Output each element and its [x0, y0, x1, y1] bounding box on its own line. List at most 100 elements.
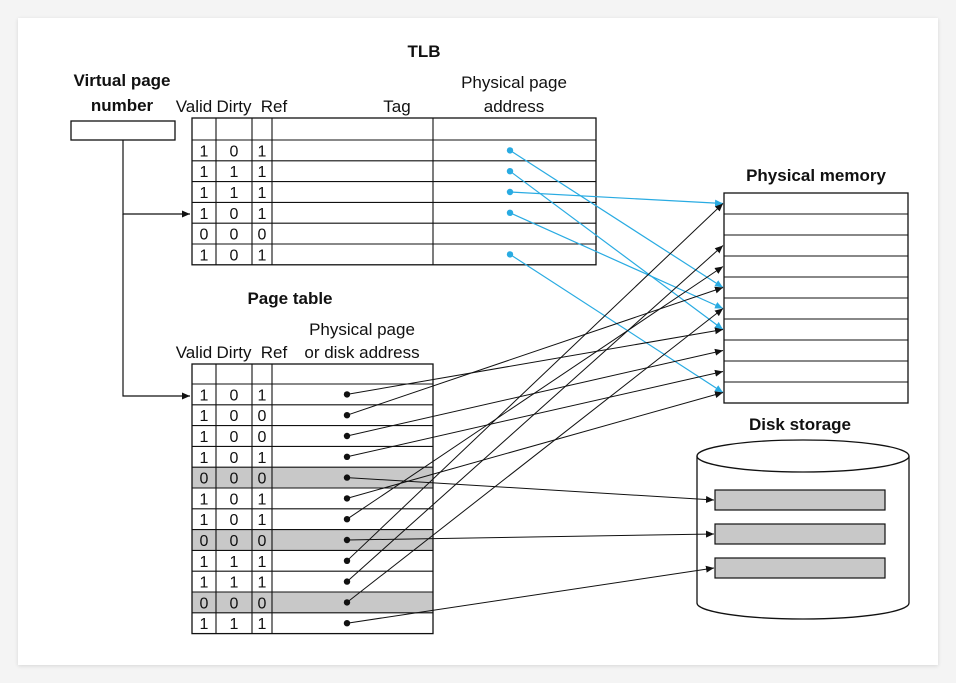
- physical-memory-label: Physical memory: [746, 166, 886, 185]
- page-table-valid-bit: 1: [200, 575, 209, 592]
- page-table-valid-bit: 0: [200, 595, 209, 612]
- pt-col-ref: Ref: [261, 343, 288, 362]
- page-table-to-memory-arrow: [346, 245, 724, 582]
- tlb-dirty-bit: 1: [230, 164, 239, 181]
- page-table-shaded-row: [192, 592, 433, 613]
- tlb-pointer-dot: [506, 188, 514, 196]
- page-table-valid-bit: 1: [200, 512, 209, 529]
- page-table-pointer-dot: [343, 557, 351, 564]
- page-table-to-disk-arrow: [346, 530, 715, 541]
- page-table-valid-bit: 1: [200, 429, 209, 446]
- figure-card: TLB Virtual page number Valid Dirty Ref …: [18, 18, 938, 665]
- page-table-dirty-bit: 1: [230, 575, 239, 592]
- page-table-ref-bit: 0: [258, 408, 267, 425]
- tlb-mapping-arrow: [509, 149, 724, 289]
- page-table-valid-bit: 1: [200, 491, 209, 508]
- page-table-pointer-dot: [343, 536, 351, 544]
- page-table-ref-bit: 0: [258, 429, 267, 446]
- page-table-ref-bit: 0: [258, 595, 267, 612]
- page-table-pointer-dot: [343, 620, 351, 627]
- tlb-pointer-dot: [506, 251, 514, 258]
- page-table-valid-bit: 1: [200, 450, 209, 467]
- page-table-shaded-row: [192, 467, 433, 488]
- page-table-pointer-dot: [343, 474, 351, 481]
- tlb-ref-bit: 1: [258, 206, 267, 223]
- page-table-pointer-dot: [343, 495, 351, 502]
- page-table-valid-bit: 1: [200, 616, 209, 633]
- tlb-valid-bit: 1: [200, 247, 209, 264]
- page-table-ref-bit: 1: [258, 554, 267, 571]
- page-table-title: Page table: [247, 289, 332, 308]
- tlb-col-phys-line2: address: [484, 97, 544, 116]
- tlb-ref-bit: 1: [258, 143, 267, 160]
- page-table-shaded-row: [192, 529, 433, 551]
- page-table-pointer-dot: [343, 391, 351, 398]
- tlb-dirty-bit: 0: [230, 206, 239, 223]
- tlb-dirty-bit: 0: [230, 143, 239, 160]
- page-table-ref-bit: 1: [258, 450, 267, 467]
- tlb-valid-bit: 1: [200, 206, 209, 223]
- page-table-to-disk-arrow: [346, 565, 715, 624]
- disk-storage-label: Disk storage: [749, 415, 851, 434]
- page-table-pointer-dot: [343, 516, 351, 523]
- pt-col-valid: Valid: [176, 343, 213, 362]
- disk-block: [714, 489, 886, 511]
- virtual-memory-diagram: TLB Virtual page number Valid Dirty Ref …: [70, 42, 910, 635]
- tlb-mapping-arrow: [509, 191, 724, 207]
- virtual-page-label-line2: number: [91, 96, 154, 115]
- mapping-arrows: [343, 147, 724, 627]
- tlb-valid-bit: 1: [200, 164, 209, 181]
- page-table-dirty-bit: 0: [230, 429, 239, 446]
- page-table-ref-bit: 1: [258, 512, 267, 529]
- page-table-pointer-dot: [343, 578, 351, 585]
- disk-block: [714, 523, 886, 545]
- page-table-to-memory-arrow: [346, 203, 724, 562]
- physical-memory: [723, 192, 909, 404]
- disk-block: [714, 557, 886, 579]
- page-table-valid-bit: 1: [200, 554, 209, 571]
- page-table-dirty-bit: 0: [230, 512, 239, 529]
- tlb-dirty-bit: 0: [230, 247, 239, 264]
- tlb-pointer-dot: [506, 209, 514, 216]
- tlb-col-ref: Ref: [261, 97, 288, 116]
- page-table-valid-bit: 1: [200, 387, 209, 404]
- tlb-ref-bit: 1: [258, 247, 267, 264]
- pt-col-phys-line1: Physical page: [309, 320, 415, 339]
- tlb-col-dirty: Dirty: [217, 97, 252, 116]
- page-table-dirty-bit: 0: [230, 533, 239, 550]
- page-table-dirty-bit: 0: [230, 471, 239, 488]
- page-table-dirty-bit: 0: [230, 595, 239, 612]
- page-table-pointer-dot: [343, 599, 351, 606]
- tlb-col-tag: Tag: [383, 97, 410, 116]
- disk-cylinder-top: [696, 439, 910, 473]
- page-table-ref-bit: 0: [258, 471, 267, 488]
- page-table-border: [191, 363, 434, 635]
- page-table-ref-bit: 1: [258, 575, 267, 592]
- page-table-valid-bit: 0: [200, 533, 209, 550]
- pt-col-dirty: Dirty: [217, 343, 252, 362]
- page-table-valid-bit: 1: [200, 408, 209, 425]
- tlb-dirty-bit: 1: [230, 185, 239, 202]
- tlb-title: TLB: [407, 42, 440, 61]
- page-table-to-memory-arrow: [346, 391, 724, 499]
- tlb-ref-bit: 0: [258, 227, 267, 244]
- tlb-dirty-bit: 0: [230, 227, 239, 244]
- page-table-ref-bit: 0: [258, 533, 267, 550]
- page-table-ref-bit: 1: [258, 491, 267, 508]
- page-table-ref-bit: 1: [258, 387, 267, 404]
- tlb-pointer-dot: [506, 168, 514, 175]
- page-table-to-memory-arrow: [346, 308, 724, 603]
- vpn-to-page-table-arrow: [122, 214, 190, 400]
- tlb-ref-bit: 1: [258, 185, 267, 202]
- virtual-page-number-box: [70, 120, 176, 141]
- pt-col-phys-line2: or disk address: [304, 343, 419, 362]
- tlb-col-phys-line1: Physical page: [461, 73, 567, 92]
- page-table-to-memory-arrow: [346, 327, 724, 395]
- vpn-to-tlb-arrow: [122, 140, 190, 218]
- tlb-col-valid: Valid: [176, 97, 213, 116]
- tlb-mapping-arrow: [509, 170, 724, 330]
- tlb-valid-bit: 1: [200, 185, 209, 202]
- tlb-valid-bit: 0: [200, 227, 209, 244]
